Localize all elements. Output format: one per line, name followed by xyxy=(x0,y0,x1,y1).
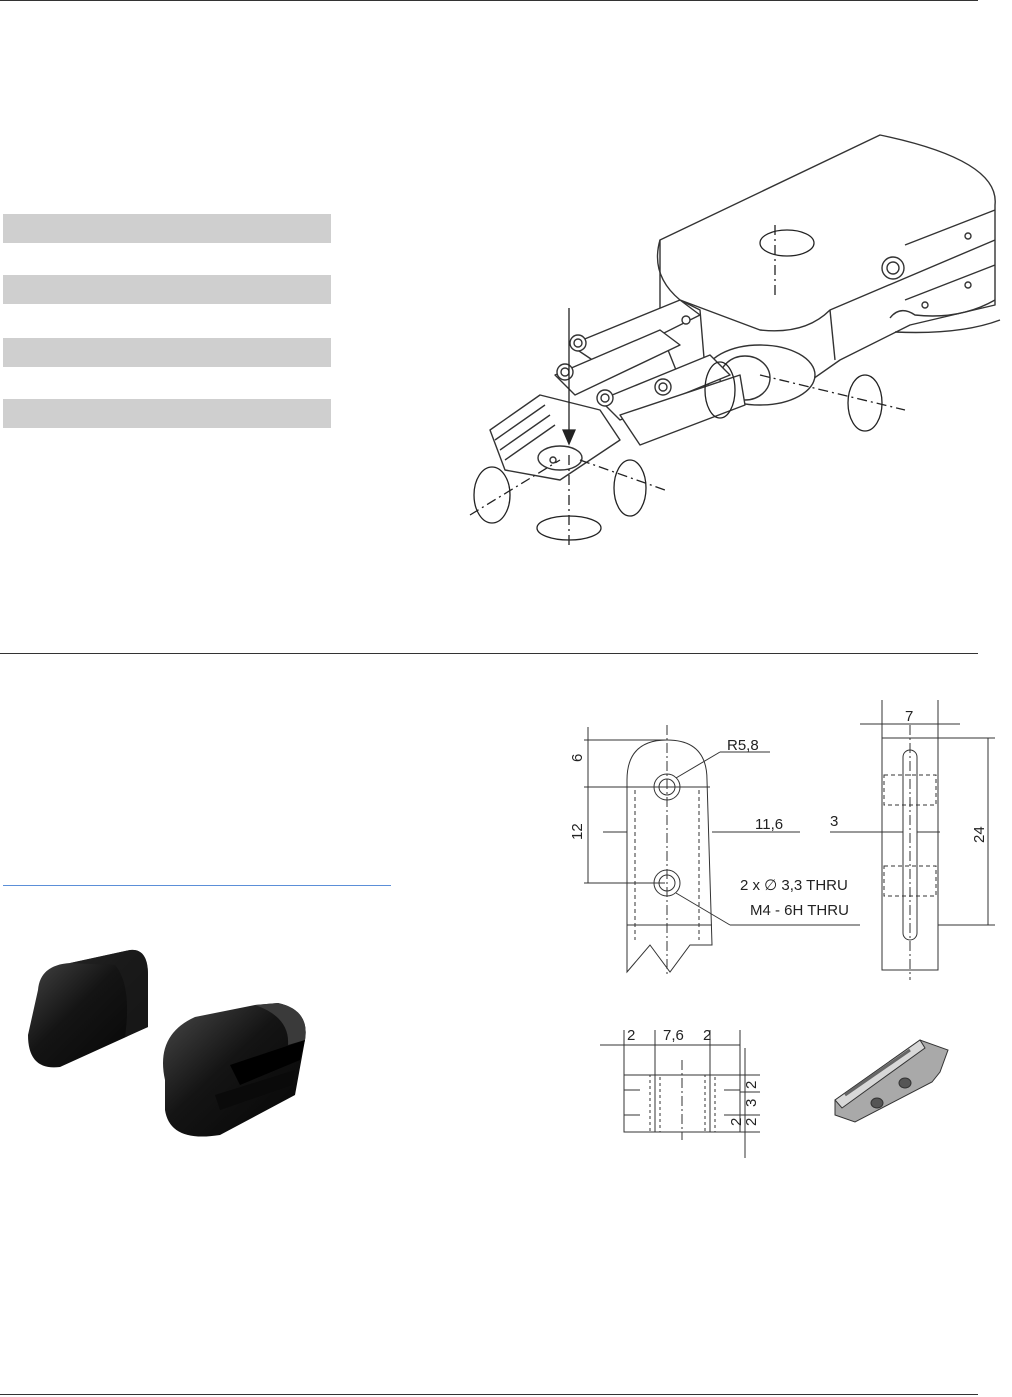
dim-side-height: 24 xyxy=(971,826,988,843)
dim-bottom-right: 2 xyxy=(703,1027,711,1044)
dim-v-bottom: 2 xyxy=(743,1118,760,1126)
dim-slot: 3 xyxy=(830,813,838,830)
grey-bar-1 xyxy=(3,214,331,243)
dim-v-top: 2 xyxy=(743,1081,760,1089)
grey-bar-4 xyxy=(3,399,331,428)
link-underline xyxy=(3,885,391,886)
section-divider xyxy=(0,653,978,654)
dim-v-low: 2 xyxy=(728,1118,745,1126)
dim-top: 6 xyxy=(569,754,586,762)
grey-bar-2 xyxy=(3,275,331,304)
hole-note-2: M4 - 6H THRU xyxy=(750,902,849,919)
dim-bottom-left: 2 xyxy=(627,1027,635,1044)
dim-width: 11,6 xyxy=(755,816,783,833)
finger-caps-render xyxy=(28,949,306,1137)
grey-bar-3 xyxy=(3,338,331,367)
dim-side-width: 7 xyxy=(905,708,913,725)
dim-v-mid: 3 xyxy=(743,1099,760,1107)
gripper-illustration xyxy=(469,134,1001,545)
top-rule xyxy=(0,0,978,1)
dim-bottom-middle: 7,6 xyxy=(663,1027,684,1044)
dim-mid: 12 xyxy=(569,823,586,840)
bottom-rule xyxy=(0,1394,978,1395)
part-render xyxy=(834,1039,949,1123)
dim-radius: R5,8 xyxy=(727,737,759,754)
hole-note-1: 2 x ∅ 3,3 THRU xyxy=(740,877,848,894)
